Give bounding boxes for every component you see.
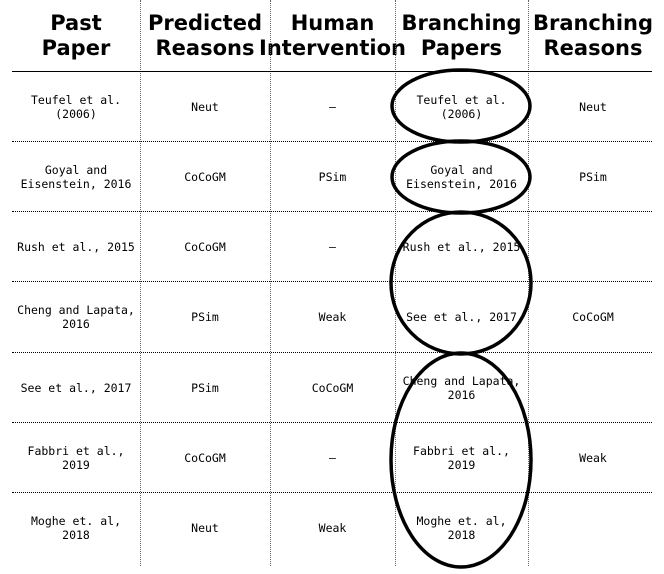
past-paper-cell: Moghe et. al, 2018 — [30, 514, 121, 542]
predicted-reason-cell: CoCoGM — [184, 451, 226, 465]
branching-paper-cell: Teufel et al. (2006) — [416, 93, 507, 121]
human-intervention-cell: Weak — [318, 310, 347, 324]
branching-reason-cell: Weak — [579, 451, 607, 465]
predicted-reason-cell: PSim — [191, 310, 219, 324]
header-branching-reasons: Branching Reasons — [532, 11, 654, 60]
human-intervention-cell: CoCoGM — [311, 381, 354, 395]
header-rule — [12, 71, 652, 72]
table-header: Past Paper Predicted Reasons Human Inter… — [0, 0, 664, 72]
table-row: See et al., 2017 PSim CoCoGM Cheng and L… — [0, 353, 664, 423]
row-divider — [12, 281, 652, 282]
row-divider — [12, 211, 652, 212]
past-paper-cell: Goyal and Eisenstein, 2016 — [20, 163, 132, 191]
table-row: Goyal and Eisenstein, 2016 CoCoGM PSim G… — [0, 142, 664, 212]
branching-reason-cell — [528, 493, 658, 563]
predicted-reason-cell: CoCoGM — [184, 170, 226, 184]
human-intervention-cell: Weak — [318, 521, 347, 535]
branching-reason-cell: Neut — [579, 100, 607, 114]
branching-reason-cell — [528, 212, 658, 282]
branching-paper-cell: Fabbri et al., 2019 — [413, 444, 510, 472]
past-paper-cell: Rush et al., 2015 — [17, 240, 135, 254]
predicted-reason-cell: PSim — [191, 381, 219, 395]
header-past-paper: Past Paper — [41, 11, 111, 60]
past-paper-cell: Fabbri et al., 2019 — [27, 444, 125, 472]
human-intervention-cell: – — [329, 240, 336, 254]
past-paper-cell: Teufel et al. (2006) — [30, 93, 121, 121]
table-row: Rush et al., 2015 CoCoGM – Rush et al., … — [0, 212, 664, 282]
predicted-reason-cell: Neut — [191, 521, 219, 535]
column-divider — [270, 0, 271, 566]
header-human-intervention: Human Intervention — [259, 11, 406, 60]
branching-reason-cell: CoCoGM — [572, 310, 614, 324]
past-paper-cell: See et al., 2017 — [20, 381, 132, 395]
human-intervention-cell: – — [329, 451, 336, 465]
row-divider — [12, 352, 652, 353]
branching-paper-cell: Goyal and Eisenstein, 2016 — [406, 163, 517, 191]
column-divider — [140, 0, 141, 566]
predicted-reason-cell: Neut — [191, 100, 219, 114]
table-row: Fabbri et al., 2019 CoCoGM – Fabbri et a… — [0, 423, 664, 493]
branching-paper-cell: See et al., 2017 — [406, 310, 517, 324]
row-divider — [12, 141, 652, 142]
row-divider — [12, 422, 652, 423]
human-intervention-cell: – — [329, 100, 336, 114]
branching-paper-cell: Moghe et. al, 2018 — [416, 514, 507, 542]
human-intervention-cell: PSim — [318, 170, 347, 184]
header-branching-papers: Branching Papers — [401, 11, 522, 60]
header-predicted-reasons: Predicted Reasons — [148, 11, 262, 60]
branching-paper-cell: Rush et al., 2015 — [402, 240, 521, 254]
predicted-reason-cell: CoCoGM — [184, 240, 226, 254]
table-row: Cheng and Lapata, 2016 PSim Weak See et … — [0, 282, 664, 352]
branching-reason-cell — [528, 353, 658, 423]
table-row: Teufel et al. (2006) Neut – Teufel et al… — [0, 72, 664, 142]
branching-reason-cell: PSim — [579, 170, 607, 184]
table-row: Moghe et. al, 2018 Neut Weak Moghe et. a… — [0, 493, 664, 563]
branching-paper-cell: Cheng and Lapata, 2016 — [402, 374, 521, 402]
past-paper-cell: Cheng and Lapata, 2016 — [17, 303, 135, 331]
row-divider — [12, 492, 652, 493]
